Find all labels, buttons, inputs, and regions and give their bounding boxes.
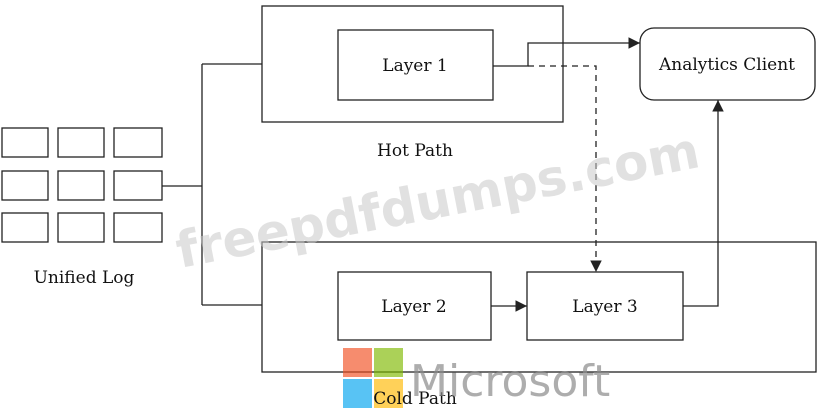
edges (491, 37, 724, 312)
analytics-client-box (639, 27, 816, 101)
log-block (57, 127, 105, 158)
cold-path-container (261, 241, 817, 373)
log-block (113, 212, 163, 243)
layer-1-box (337, 29, 494, 101)
edge-layer1-to-layer3-dashed (528, 65, 602, 272)
hot-path-container (261, 5, 564, 123)
log-block (113, 127, 163, 158)
log-block (1, 212, 49, 243)
layer-1-label: Layer 1 (382, 56, 447, 76)
cold-path-label: Cold Path (373, 389, 457, 409)
edge-layer3-to-analytics (683, 100, 724, 307)
analytics-client-label: Analytics Client (658, 55, 795, 75)
unified-log-blocks (1, 127, 163, 243)
log-block (57, 212, 105, 243)
log-block (1, 170, 49, 201)
unified-log-connector (162, 63, 262, 306)
log-block (1, 127, 49, 158)
unified-log-label: Unified Log (34, 268, 135, 288)
log-block (113, 170, 163, 201)
log-block (57, 170, 105, 201)
layer-2-box (337, 271, 492, 341)
hot-path-label: Hot Path (377, 141, 453, 161)
edge-layer1-to-analytics (493, 37, 640, 67)
layer-3-label: Layer 3 (572, 297, 637, 317)
microsoft-watermark: Microsoft (410, 356, 610, 407)
layer-3-box (526, 271, 684, 341)
microsoft-logo-icon (343, 348, 403, 408)
layer-2-label: Layer 2 (381, 297, 446, 317)
